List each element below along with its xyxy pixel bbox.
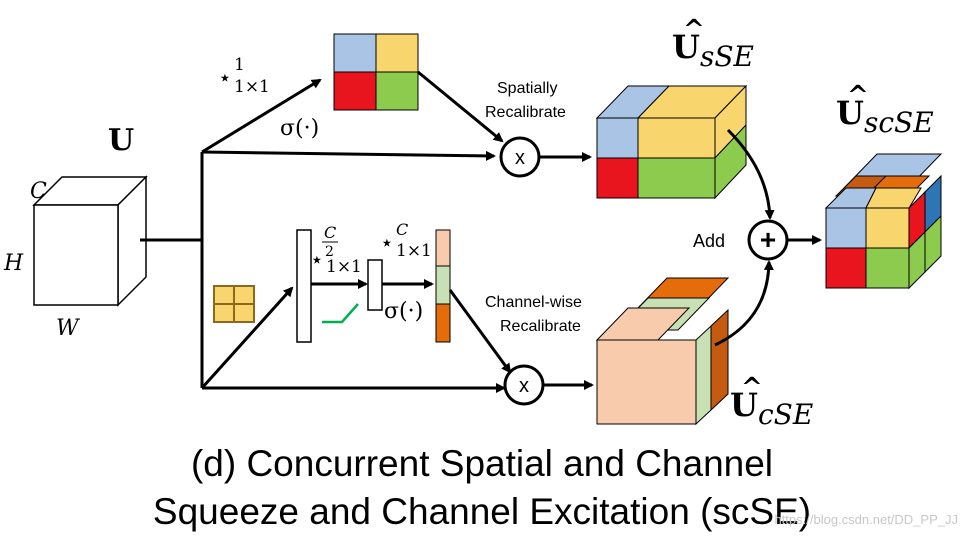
spatial-map-arrow bbox=[417, 70, 504, 143]
add-label: Add bbox=[693, 231, 725, 251]
svg-text:U: U bbox=[730, 386, 758, 424]
trunk-lines bbox=[140, 78, 506, 393]
dim-height-label: H bbox=[3, 251, 24, 276]
channel-multiply-operator: x bbox=[503, 364, 545, 406]
relu-icon bbox=[322, 303, 359, 324]
reduced-vector bbox=[367, 259, 383, 311]
svg-text:⋆: ⋆ bbox=[218, 66, 232, 91]
svg-text:1×1: 1×1 bbox=[396, 241, 432, 261]
scse-output-cube bbox=[824, 153, 943, 290]
svg-text:U: U bbox=[836, 94, 864, 132]
channel-recalibrate-line2: Recalibrate bbox=[500, 318, 581, 335]
cse-output-label: ^ U cSE bbox=[730, 373, 813, 431]
channel-vector-arrow bbox=[448, 289, 512, 374]
cse-to-add-arrow bbox=[714, 260, 774, 347]
sse-output-cube bbox=[595, 84, 748, 200]
input-cube bbox=[32, 175, 148, 307]
svg-text:^: ^ bbox=[847, 81, 869, 111]
svg-text:1×1: 1×1 bbox=[326, 257, 362, 277]
svg-text:⋆: ⋆ bbox=[380, 231, 394, 256]
pooled-vector bbox=[296, 229, 312, 343]
sse-to-add-arrow bbox=[726, 128, 775, 220]
dim-channels-label: C bbox=[30, 179, 47, 204]
spatial-activation-label: σ(·) bbox=[280, 116, 319, 141]
spatial-recalibrate-line2: Recalibrate bbox=[485, 104, 566, 121]
svg-text:C: C bbox=[324, 223, 336, 242]
dim-width-label: W bbox=[56, 316, 81, 341]
svg-text:x: x bbox=[519, 375, 529, 397]
spatial-multiply-operator: x bbox=[499, 136, 541, 178]
sse-output-label: ^ U sSE bbox=[672, 15, 754, 73]
svg-text:+: + bbox=[760, 224, 776, 255]
spatial-conv-label: ⋆ 1 1×1 bbox=[218, 55, 270, 97]
add-operator: + bbox=[747, 219, 789, 261]
svg-text:sSE: sSE bbox=[700, 40, 754, 73]
caption-line2: Squeeze and Channel Excitation (scSE) bbox=[153, 491, 811, 532]
channel-conv1-label: C 2 ⋆ 1×1 bbox=[310, 223, 362, 277]
svg-text:1: 1 bbox=[234, 55, 245, 75]
svg-text:1×1: 1×1 bbox=[234, 77, 270, 97]
pooling-icon bbox=[213, 285, 255, 323]
svg-text:cSE: cSE bbox=[758, 398, 813, 431]
svg-text:^: ^ bbox=[683, 15, 705, 45]
channel-recalibrate-line1: Channel-wise bbox=[485, 294, 582, 311]
channel-attention-vector bbox=[435, 229, 451, 343]
cse-output-cube bbox=[595, 277, 730, 426]
spatial-attention-map bbox=[333, 33, 419, 111]
spatial-recalibrate-line1: Spatially bbox=[497, 80, 557, 97]
channel-activation-label: σ(·) bbox=[384, 299, 423, 324]
input-label: U bbox=[108, 123, 134, 158]
svg-text:^: ^ bbox=[741, 373, 763, 403]
svg-text:scSE: scSE bbox=[864, 106, 934, 139]
svg-text:2: 2 bbox=[325, 244, 334, 260]
scse-output-label: ^ U scSE bbox=[836, 81, 934, 139]
watermark: https://blog.csdn.net/DD_PP_JJ bbox=[774, 512, 958, 527]
channel-conv2-label: ⋆ C 1×1 bbox=[380, 220, 432, 261]
svg-text:x: x bbox=[515, 147, 525, 169]
caption-line1: (d) Concurrent Spatial and Channel bbox=[191, 443, 773, 484]
svg-text:U: U bbox=[672, 28, 700, 66]
svg-text:C: C bbox=[396, 220, 408, 239]
svg-text:⋆: ⋆ bbox=[310, 248, 324, 273]
